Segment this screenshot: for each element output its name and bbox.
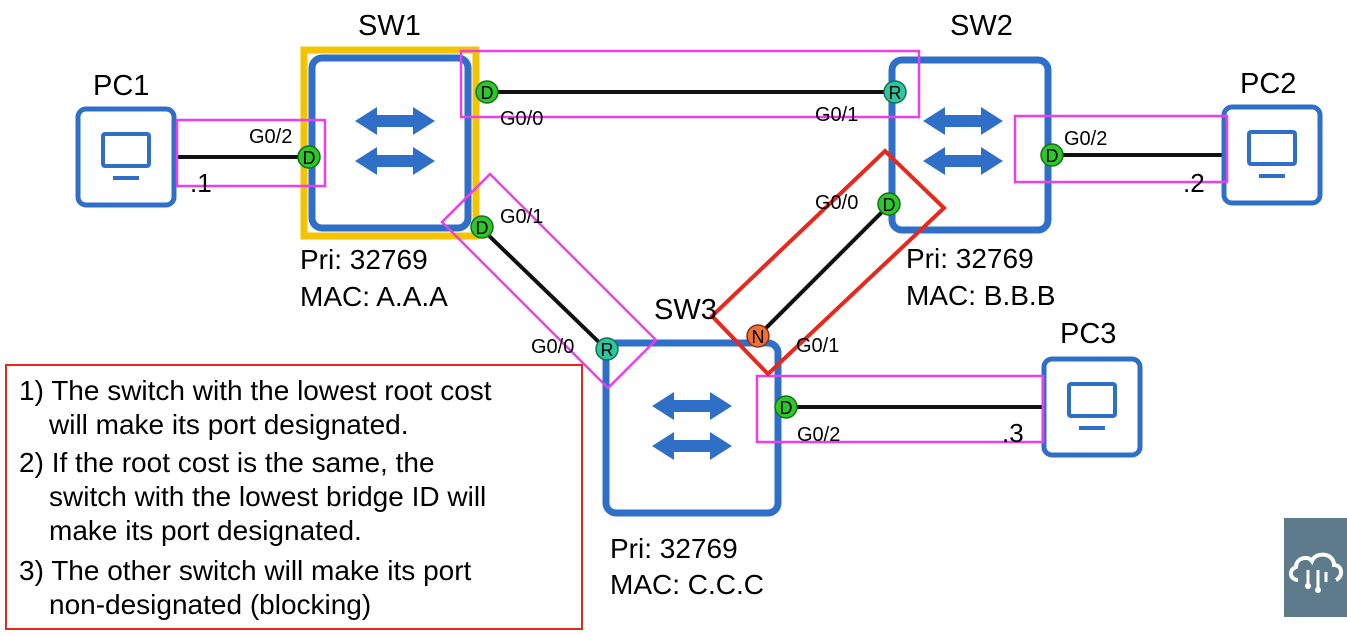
segment-highlight-sw3-pc3 xyxy=(755,374,1045,444)
rule-number: 2) xyxy=(19,447,44,478)
root-bridge-highlight xyxy=(300,46,480,240)
pc1-address: .1 xyxy=(190,168,212,198)
rule-1: 1) The switch with the lowest root cost … xyxy=(19,374,492,442)
rule-2: 2) If the root cost is the same, the swi… xyxy=(19,446,486,548)
port-role-sw3-g00: R xyxy=(601,340,614,360)
link-sw2-sw3 xyxy=(756,203,891,338)
sw3-name: SW3 xyxy=(654,294,717,326)
port-role-sw3-g01: N xyxy=(752,327,765,347)
switch-sw1[interactable] xyxy=(308,54,472,232)
cloud-circuit-icon xyxy=(1289,552,1343,593)
port-label-sw2-g02: G0/2 xyxy=(1064,128,1108,150)
port-label-sw3-g00: G0/0 xyxy=(531,336,575,358)
monitor-icon xyxy=(101,132,151,180)
port-label-sw3-g02: G0/2 xyxy=(797,424,841,446)
pc3-name: PC3 xyxy=(1060,318,1117,350)
port-role-sw2-g01: R xyxy=(889,83,902,103)
port-label-sw2-g01: G0/1 xyxy=(815,104,859,126)
port-dot-sw2-g00[interactable] xyxy=(877,192,901,216)
sw1-priority: Pri: 32769 xyxy=(300,244,428,275)
port-label-sw1-g02: G0/2 xyxy=(249,126,293,148)
port-label-sw3-g01: G0/1 xyxy=(796,335,840,357)
port-dot-sw1-g00[interactable] xyxy=(475,80,499,104)
port-role-sw2-g00: D xyxy=(883,195,896,215)
port-dot-sw2-g02[interactable] xyxy=(1040,143,1064,167)
pc2-name: PC2 xyxy=(1240,68,1297,100)
rule-text-line: make its port designated. xyxy=(49,515,362,546)
port-role-sw3-g02: D xyxy=(780,398,793,418)
port-dot-sw3-g01[interactable] xyxy=(746,324,770,348)
rule-3: 3) The other switch will make its port n… xyxy=(19,554,471,622)
designated-port-rules-box: 1) The switch with the lowest root cost … xyxy=(5,364,583,630)
pc3-address: .3 xyxy=(1002,418,1024,448)
rule-text-line: switch with the lowest bridge ID will xyxy=(49,481,487,512)
rule-text-line: The switch with the lowest root cost xyxy=(51,375,492,406)
sw3-mac: MAC: C.C.C xyxy=(610,569,764,600)
switch-sw3[interactable] xyxy=(602,339,782,517)
sw1-mac: MAC: A.A.A xyxy=(300,281,448,312)
pc2-address: .2 xyxy=(1183,168,1205,198)
pc2[interactable] xyxy=(1221,104,1323,206)
port-dot-sw3-g00[interactable] xyxy=(595,337,619,361)
rule-text-line: If the root cost is the same, the xyxy=(51,447,435,478)
port-role-sw1-g02: D xyxy=(303,148,316,168)
rule-text-line: will make its port designated. xyxy=(49,409,409,440)
logo-badge xyxy=(1284,518,1347,617)
port-dot-sw1-g02[interactable] xyxy=(297,145,321,169)
rule-number: 3) xyxy=(19,555,44,586)
port-role-sw1-g00: D xyxy=(481,83,494,103)
port-role-sw1-g01: D xyxy=(476,218,489,238)
sw2-priority: Pri: 32769 xyxy=(906,243,1034,274)
segment-highlight-sw2-sw3-focus xyxy=(709,148,947,377)
switch-sw2[interactable] xyxy=(888,56,1052,234)
sw3-priority: Pri: 32769 xyxy=(610,533,738,564)
rule-text-line: non-designated (blocking) xyxy=(49,589,372,620)
port-label-sw1-g00: G0/0 xyxy=(500,108,544,130)
port-role-sw2-g02: D xyxy=(1046,146,1059,166)
rule-text-line: The other switch will make its port xyxy=(51,555,472,586)
sw2-name: SW2 xyxy=(950,10,1013,42)
segment-highlight-sw1-sw3 xyxy=(440,172,658,390)
port-label-sw1-g01: G0/1 xyxy=(500,206,544,228)
port-dot-sw1-g01[interactable] xyxy=(470,215,494,239)
link-sw1-sw3 xyxy=(479,226,608,351)
sw1-name: SW1 xyxy=(358,10,421,42)
segment-highlight-sw1-sw2 xyxy=(459,49,921,119)
pc1[interactable] xyxy=(75,106,177,208)
monitor-icon xyxy=(1247,130,1297,178)
monitor-icon xyxy=(1067,382,1117,430)
pc3[interactable] xyxy=(1041,356,1143,458)
segment-highlight-pc1-sw1 xyxy=(175,118,327,188)
pc1-name: PC1 xyxy=(93,70,150,102)
rule-number: 1) xyxy=(19,375,44,406)
port-label-sw2-g00: G0/0 xyxy=(815,192,859,214)
segment-highlight-sw2-pc2 xyxy=(1013,114,1229,184)
port-dot-sw2-g01[interactable] xyxy=(883,80,907,104)
port-dot-sw3-g02[interactable] xyxy=(774,395,798,419)
sw2-mac: MAC: B.B.B xyxy=(906,280,1056,311)
